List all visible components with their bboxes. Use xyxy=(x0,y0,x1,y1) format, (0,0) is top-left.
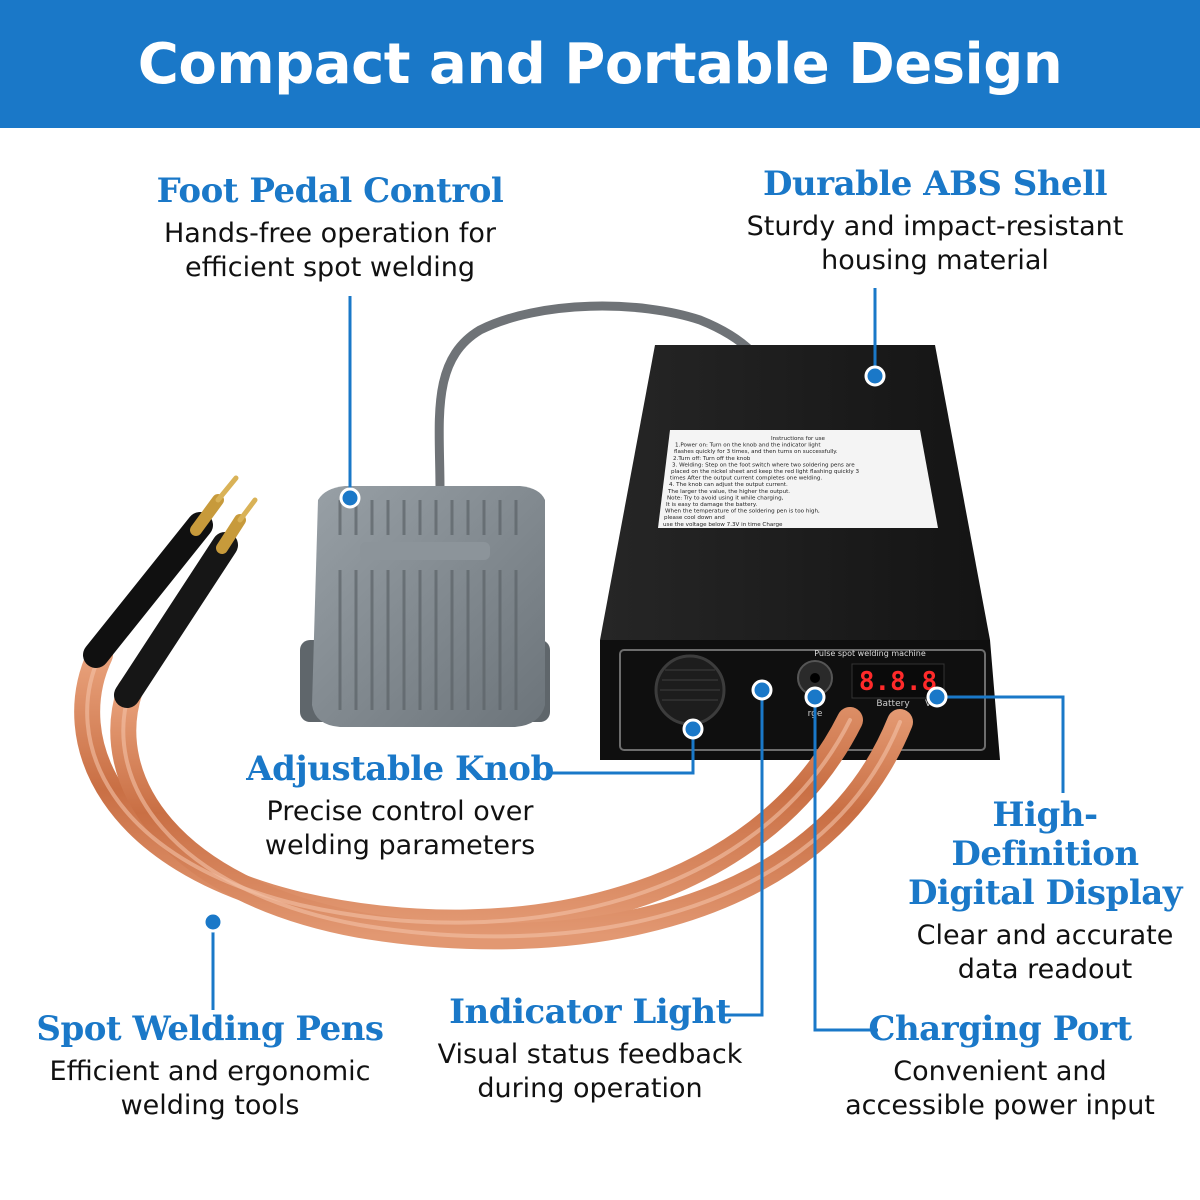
callout-desc-line: Efficient and ergonomic xyxy=(49,1056,371,1088)
callout-title: Indicator Light xyxy=(449,992,731,1032)
callout-indicator: Indicator Light Visual status feedback d… xyxy=(420,992,760,1105)
instruction-line: please cool down and xyxy=(664,515,725,521)
callout-desc-line: Precise control over xyxy=(266,796,534,828)
instruction-line: 3. Welding: Step on the foot switch wher… xyxy=(672,462,855,468)
callout-knob: Adjustable Knob Precise control over wel… xyxy=(235,749,565,862)
callout-title: Durable ABS Shell xyxy=(762,164,1108,204)
callout-desc-line: Hands-free operation for xyxy=(163,218,497,250)
instruction-line: times After the output current completes… xyxy=(670,476,822,482)
callout-desc-line: Convenient and xyxy=(893,1056,1107,1088)
callout-desc-line: during operation xyxy=(477,1072,703,1104)
callout-display: High-Definition Digital Display Clear an… xyxy=(900,795,1190,986)
foot-pedal xyxy=(300,486,550,727)
indicator-leader xyxy=(722,690,764,1017)
callout-desc-line: welding tools xyxy=(120,1089,300,1121)
instruction-line: 1.Power on: Turn on the knob and the ind… xyxy=(675,443,821,449)
callout-desc-line: Sturdy and impact-resistant xyxy=(746,211,1124,243)
instruction-line: 2.Turn off: Turn off the knob xyxy=(673,456,751,462)
instruction-line: flashes quickly for 3 times, and then tu… xyxy=(674,449,838,455)
callout-desc-line: efficient spot welding xyxy=(185,251,475,283)
callout-title: High-Definition xyxy=(951,795,1139,875)
callout-desc-line: housing material xyxy=(821,244,1049,276)
instruction-line: Instructions for use xyxy=(771,436,826,442)
instruction-line: It is easy to damage the battery. xyxy=(666,502,757,508)
charging-leader xyxy=(813,697,878,1032)
callout-title: Charging Port xyxy=(868,1009,1132,1049)
callout-abs-shell: Durable ABS Shell Sturdy and impact-resi… xyxy=(720,164,1150,277)
header-banner: Compact and Portable Design xyxy=(0,0,1200,128)
instruction-line: When the temperature of the soldering pe… xyxy=(665,509,820,515)
display-leader xyxy=(937,695,1065,793)
callout-title: Spot Welding Pens xyxy=(36,1009,384,1049)
callout-desc-line: Clear and accurate xyxy=(916,920,1174,952)
callout-desc-line: Visual status feedback xyxy=(437,1039,743,1071)
display-digits: 8.8.8 xyxy=(859,667,937,697)
callout-desc-line: data readout xyxy=(957,953,1133,985)
callout-title: Digital Display xyxy=(907,873,1183,914)
callout-title: Foot Pedal Control xyxy=(156,171,504,211)
instruction-line: The larger the value, the higher the out… xyxy=(667,489,790,495)
callout-foot-pedal: Foot Pedal Control Hands-free operation … xyxy=(130,171,530,284)
callout-pens: Spot Welding Pens Efficient and ergonomi… xyxy=(20,1009,400,1122)
instruction-line: Note: Try to avoid using it while chargi… xyxy=(667,495,784,501)
callout-charging: Charging Port Convenient and accessible … xyxy=(830,1009,1170,1122)
callout-desc-line: welding parameters xyxy=(264,829,536,861)
copper-cables xyxy=(74,642,913,950)
knob-leader xyxy=(548,729,695,775)
pedal-cable xyxy=(434,301,757,495)
battery-label: Battery xyxy=(876,699,910,709)
panel-label: Pulse spot welding machine xyxy=(814,649,926,658)
instruction-line: 4. The knob can adjust the output curren… xyxy=(669,482,788,488)
callout-desc-line: accessible power input xyxy=(845,1089,1155,1121)
page-title: Compact and Portable Design xyxy=(137,31,1063,97)
instruction-line: placed on the nickel sheet and keep the … xyxy=(671,469,859,475)
callout-title: Adjustable Knob xyxy=(246,749,554,789)
instruction-line: use the voltage below 7.3V in time Charg… xyxy=(663,522,783,528)
spot-welding-pens xyxy=(83,475,258,708)
